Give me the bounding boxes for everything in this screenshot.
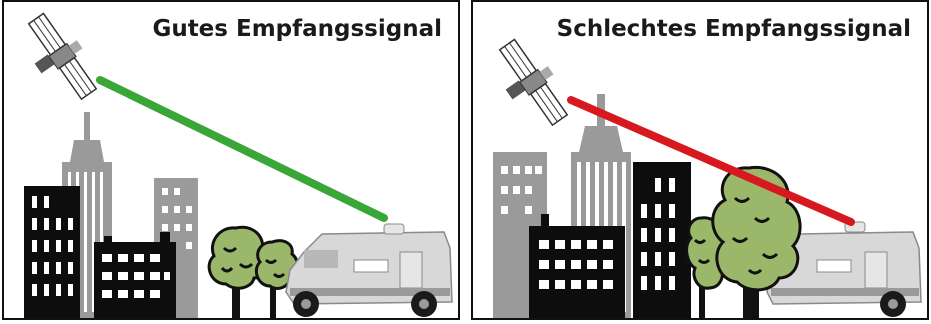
bad-signal-illustration: [493, 38, 922, 318]
bad-signal-panel: Schlechtes Empfangssignal: [471, 0, 929, 320]
black-low-building: [529, 214, 625, 318]
tree-large: [711, 165, 802, 318]
black-low-building: [94, 232, 176, 318]
motorhome: [285, 223, 453, 317]
good-signal-beam: [96, 76, 388, 222]
black-building: [24, 186, 80, 318]
satellite-icon: [498, 38, 569, 127]
black-tall-building: [633, 162, 691, 318]
panel-title: Gutes Empfangssignal: [152, 16, 442, 42]
good-signal-illustration: [24, 12, 453, 318]
tree-right: [254, 239, 300, 318]
good-signal-panel: Gutes Empfangssignal: [2, 0, 460, 320]
panel-title: Schlechtes Empfangssignal: [556, 16, 911, 42]
bad-signal-beam: [567, 96, 855, 226]
satellite-icon: [27, 12, 98, 101]
